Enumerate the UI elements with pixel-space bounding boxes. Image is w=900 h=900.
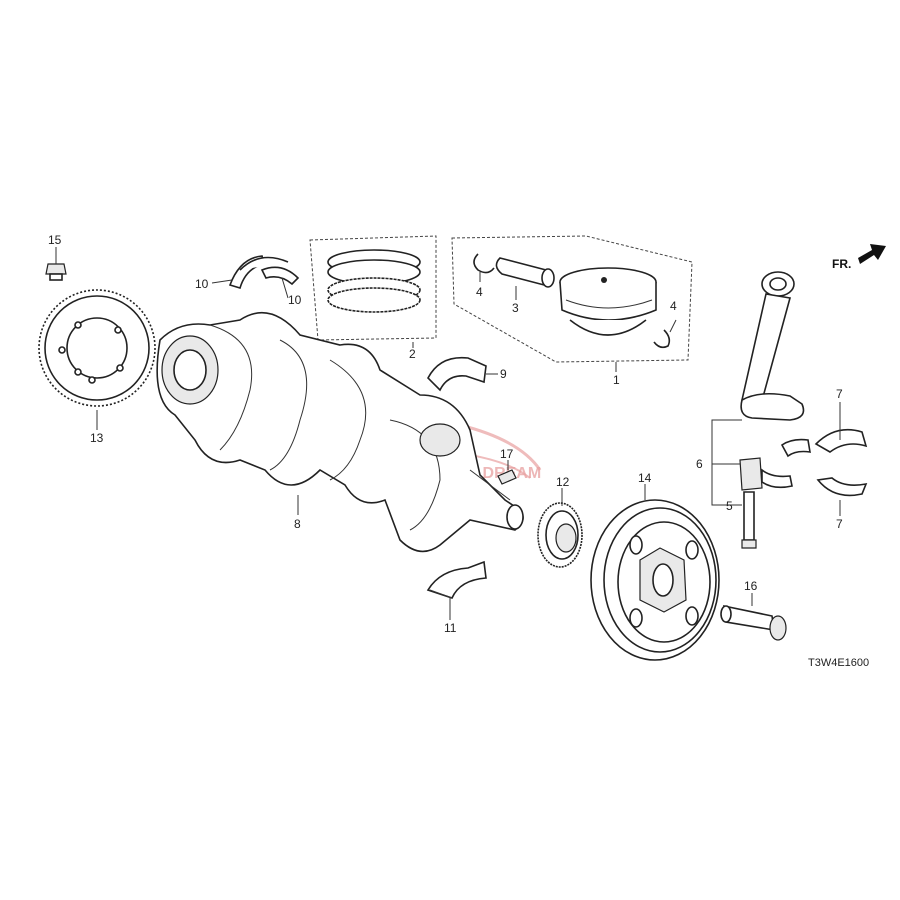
front-direction-indicator: FR.	[832, 244, 886, 271]
diagram-code: T3W4E1600	[808, 657, 869, 669]
callout-8: 8	[294, 517, 301, 531]
part-12-timing-sprocket	[537, 502, 583, 568]
part-16-pulley-bolt	[720, 604, 787, 641]
callout-4-right: 4	[670, 299, 677, 313]
callout-13: 13	[90, 431, 104, 445]
callout-17: 17	[500, 447, 514, 461]
part-14-crankshaft-pulley	[590, 499, 720, 661]
callout-numbers: 15 13 10 10 2 4 3 4 1 9 8 17 12 11 14 16…	[48, 233, 843, 635]
part-10-thrust-washers	[228, 255, 300, 289]
callout-5: 5	[726, 499, 733, 513]
part-connecting-rod	[739, 271, 811, 549]
callout-11: 11	[444, 621, 457, 635]
leader-lines	[55, 247, 841, 620]
front-label: FR.	[832, 257, 851, 271]
callout-16: 16	[744, 579, 758, 593]
part-2-piston-rings	[309, 235, 437, 341]
part-11-main-bearing-lower	[426, 560, 487, 599]
callout-6: 6	[696, 457, 703, 471]
part-9-main-bearing-upper	[427, 356, 487, 392]
callout-2: 2	[409, 347, 416, 361]
callout-7-top: 7	[836, 387, 843, 401]
part-1-piston-assembly	[451, 235, 693, 363]
part-17-woodruff-key	[497, 469, 517, 485]
part-8-crankshaft	[156, 311, 524, 553]
callout-7-bottom: 7	[836, 517, 843, 531]
callout-12: 12	[556, 475, 570, 489]
callout-1: 1	[613, 373, 620, 387]
front-arrow-icon	[858, 244, 886, 264]
part-15-bolt	[45, 263, 67, 281]
callout-10-right: 10	[288, 293, 302, 307]
callout-9: 9	[500, 367, 507, 381]
callout-3: 3	[512, 301, 519, 315]
callout-10-left: 10	[195, 277, 209, 291]
part-13-drive-plate	[38, 289, 156, 407]
part-7-rod-bearings	[814, 428, 868, 497]
callout-14: 14	[638, 471, 652, 485]
callout-15: 15	[48, 233, 62, 247]
callout-4-left: 4	[476, 285, 483, 299]
